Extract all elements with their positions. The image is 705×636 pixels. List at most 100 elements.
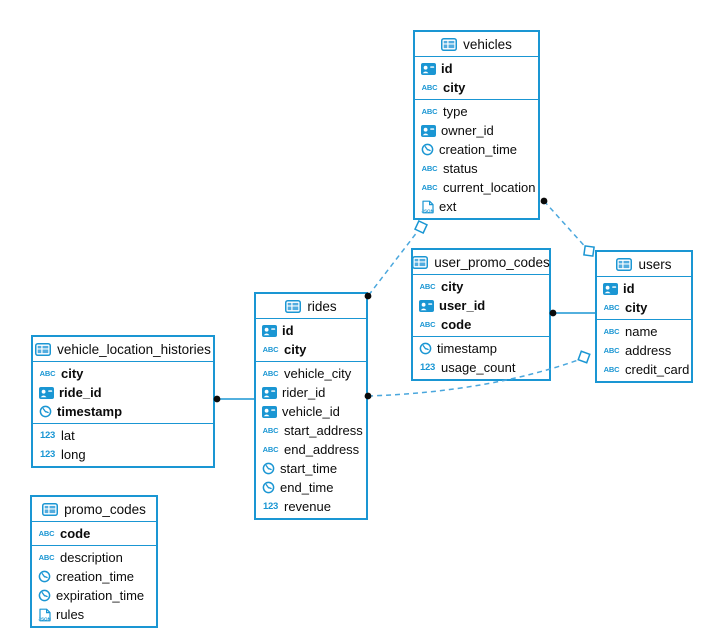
id-badge-icon [421,62,436,75]
abc-icon: ABC [38,528,55,538]
table-title: rides [307,298,337,314]
field-row-start_time: start_time [256,459,366,478]
field-name: credit_card [625,362,690,377]
id-badge-icon [39,386,54,399]
field-name: city [443,80,466,95]
field-name: city [284,342,307,357]
table-title-bar[interactable]: vehicles [415,32,538,57]
field-row-usage_count: 123 usage_count [413,358,549,377]
primary-field-row-city: ABC city [256,340,366,359]
field-name: vehicle_city [284,366,352,381]
table-title: users [638,256,672,272]
id-badge-icon [421,124,436,137]
field-name: owner_id [441,123,494,138]
field-name: name [625,324,658,339]
clock-icon [38,589,51,602]
abc-icon: ABC [262,344,279,354]
field-name: creation_time [56,569,135,584]
id-badge-icon [262,324,277,337]
id-badge-icon [419,299,434,312]
table-icon [285,299,302,313]
field-row-long: 123 long [33,445,213,464]
table-icon [441,37,458,51]
relationship-square-marker [577,350,591,364]
field-name: id [441,61,453,76]
field-row-creation_time: creation_time [32,567,156,586]
field-name: revenue [284,499,331,514]
field-row-end_address: ABC end_address [256,440,366,459]
table-title-bar[interactable]: promo_codes [32,497,156,522]
field-name: id [282,323,294,338]
primary-field-row-ride_id: ride_id [33,383,213,402]
field-row-rider_id: rider_id [256,383,366,402]
clock-icon [421,143,434,156]
primary-field-row-user_id: user_id [413,296,549,315]
123-icon: 123 [40,448,55,460]
field-name: ext [439,199,457,214]
id-badge-icon [262,405,277,418]
field-name: long [61,447,86,462]
field-row-owner_id: owner_id [415,121,538,140]
svg-text:JSON: JSON [421,208,434,213]
abc-icon: ABC [419,281,436,291]
field-row-expiration_time: expiration_time [32,586,156,605]
abc-icon: ABC [262,368,279,378]
field-name: timestamp [57,404,123,419]
svg-text:JSON: JSON [38,616,51,621]
abc-icon: ABC [603,326,620,336]
123-icon: 123 [420,361,435,373]
abc-icon: ABC [421,163,438,173]
field-row-revenue: 123 revenue [256,497,366,516]
123-icon: 123 [263,500,278,512]
field-name: end_address [284,442,360,457]
json-icon: JSON [421,200,434,214]
field-name: expiration_time [56,588,145,603]
field-name: usage_count [441,360,516,375]
field-name: lat [61,428,75,443]
field-name: code [441,317,472,332]
field-row-name: ABC name [597,322,691,341]
field-row-end_time: end_time [256,478,366,497]
table-title-bar[interactable]: users [597,252,691,277]
relationship-line-vehicles-to-users [543,200,590,252]
field-name: rider_id [282,385,326,400]
abc-icon: ABC [603,345,620,355]
table-title: promo_codes [64,501,146,517]
table-title-bar[interactable]: rides [256,294,366,319]
field-name: id [623,281,635,296]
field-row-ext: JSON ext [415,197,538,216]
table-title-bar[interactable]: user_promo_codes [412,250,550,275]
field-name: user_id [439,298,486,313]
field-name: city [625,300,648,315]
field-name: start_time [280,461,338,476]
abc-icon: ABC [262,444,279,454]
table-title: vehicles [463,36,512,52]
field-name: creation_time [439,142,518,157]
clock-icon [39,405,52,418]
abc-icon: ABC [421,182,438,192]
table-title-bar[interactable]: vehicle_location_histories [33,337,213,362]
